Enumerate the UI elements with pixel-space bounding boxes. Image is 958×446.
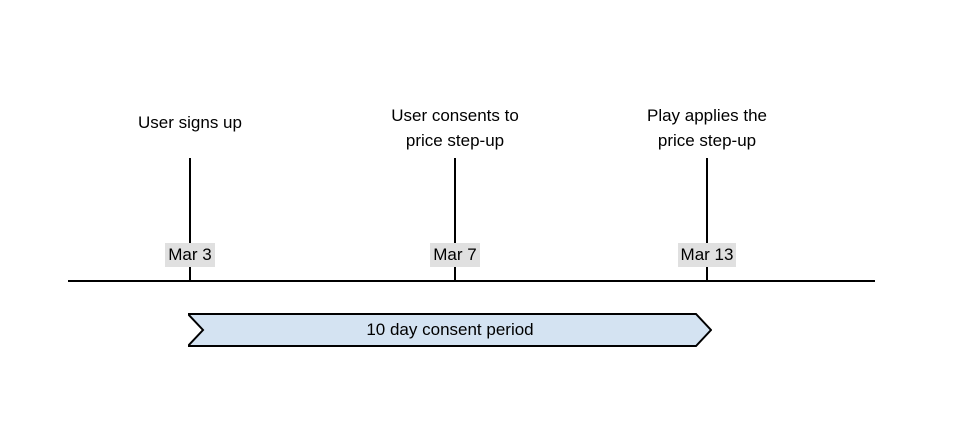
event-tick-signup <box>189 158 191 282</box>
consent-period-arrow-shape <box>188 313 712 347</box>
timeline-axis-line <box>68 280 875 282</box>
consent-period-banner: 10 day consent period <box>188 313 712 347</box>
date-chip-apply: Mar 13 <box>567 243 847 267</box>
event-tick-apply <box>706 158 708 282</box>
timeline-event-apply: Play applies the price step-up Mar 13 <box>567 0 847 446</box>
date-chip-consent: Mar 7 <box>315 243 595 267</box>
event-tick-consent <box>454 158 456 282</box>
event-label-apply: Play applies the price step-up <box>646 106 768 150</box>
arrow-polygon <box>188 313 712 347</box>
date-label-apply: Mar 13 <box>677 243 737 267</box>
timeline-event-consent: User consents to price step-up Mar 7 <box>315 0 595 446</box>
date-label-consent: Mar 7 <box>430 243 480 267</box>
event-label-consent: User consents to price step-up <box>391 106 519 150</box>
date-chip-signup: Mar 3 <box>50 243 330 267</box>
timeline-event-signup: User signs up Mar 3 <box>50 0 330 446</box>
event-label-signup: User signs up <box>138 113 242 132</box>
date-label-signup: Mar 3 <box>165 243 215 267</box>
